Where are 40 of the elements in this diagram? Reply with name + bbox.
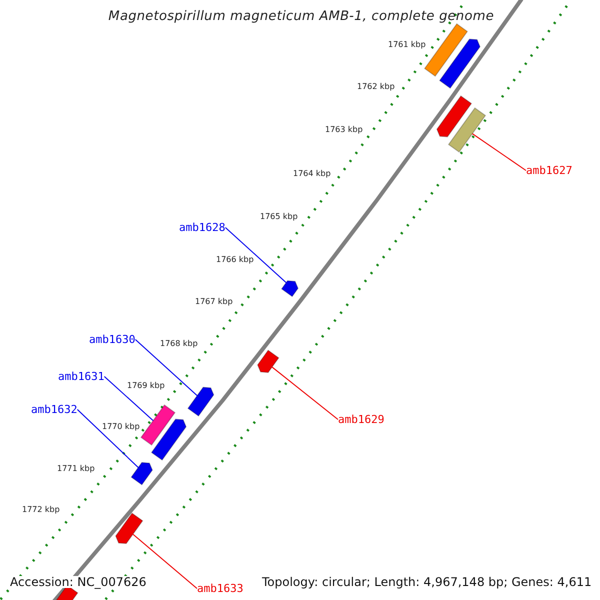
leader-line [224,227,287,284]
gene-label: amb1632 [31,404,78,415]
tick-label: 1772 kbp [22,506,60,514]
gene-bar [130,462,153,486]
gene-bar [257,350,280,373]
gene-bar [436,95,472,138]
footer-text: Accession: NC_007626 [10,576,146,588]
leader-line [104,376,154,422]
title: Magnetospirillum magneticum AMB-1, complete genome [108,10,494,23]
tick-label: 1763 kbp [325,126,363,134]
gene-label: amb1629 [338,414,384,425]
gene-bar [438,38,481,89]
leader-line [272,366,338,420]
gene-label: amb1628 [179,222,226,233]
tick-label: 1768 kbp [160,340,198,348]
leader-line [132,534,198,589]
gene-label: amb1630 [89,334,136,345]
tick-label: 1761 kbp [388,41,426,49]
gene-bar [448,107,486,153]
tick-label: 1771 kbp [57,465,95,473]
leader-line [134,339,198,396]
gene-bar [115,512,144,544]
tick-label: 1764 kbp [293,170,331,178]
tick-label: 1769 kbp [127,382,165,390]
gene-bar [140,404,176,446]
tick-label: 1765 kbp [260,213,298,221]
gene-label: amb1627 [526,165,572,176]
footer-text: Topology: circular; Length: 4,967,148 bp; Genes: 4,611 [262,576,592,588]
gene-bar [280,280,299,298]
tick-label: 1770 kbp [102,423,140,431]
gene-label: amb1631 [58,371,104,382]
gene-bar [424,23,468,77]
leader-line [472,133,526,171]
tick-label: 1766 kbp [216,256,254,264]
gene-bar [150,418,187,461]
tick-label: 1767 kbp [195,298,233,306]
tick-label: 1762 kbp [357,83,395,91]
gene-bar [187,386,214,417]
gene-label: amb1633 [197,583,244,594]
leader-line [76,409,139,468]
